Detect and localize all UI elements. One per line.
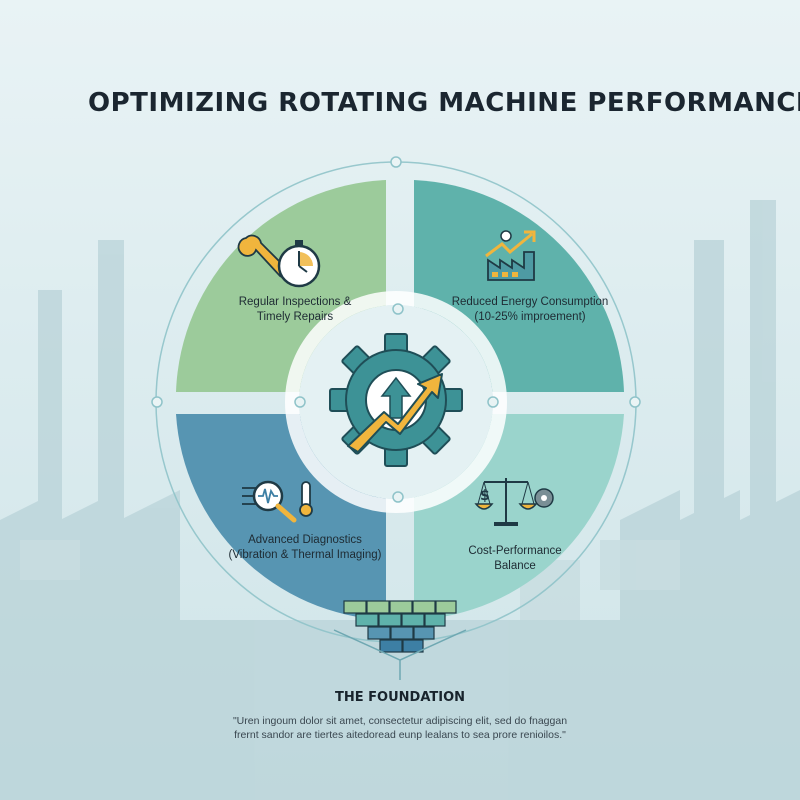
ring-node-top bbox=[390, 156, 402, 168]
label-bottom-left: Advanced Diagnostics (Vibration & Therma… bbox=[228, 534, 382, 561]
page-title: OPTIMIZING ROTATING MACHINE PERFORMANCE bbox=[88, 88, 800, 118]
label-top-right: Reduced Energy Consumption (10-25% impro… bbox=[451, 296, 609, 323]
balance-scale-gear-icon: $ bbox=[474, 478, 554, 526]
magnifier-thermometer-icon bbox=[242, 480, 313, 523]
svg-text:$: $ bbox=[480, 488, 490, 504]
foundation-line-1: "Uren ingoum dolor sit amet, consectetur… bbox=[232, 715, 568, 727]
inner-node-right bbox=[487, 396, 499, 408]
inner-node-left bbox=[294, 396, 306, 408]
gear-arrow-icon bbox=[329, 333, 463, 467]
label-bottom-right: Cost-Performance Balance bbox=[468, 545, 562, 572]
factory-energy-icon bbox=[485, 230, 536, 281]
inner-node-bottom bbox=[392, 491, 404, 503]
brick-pyramid-icon bbox=[333, 600, 467, 680]
inner-ring bbox=[285, 291, 507, 513]
foundation-title: THE FOUNDATION bbox=[335, 690, 465, 705]
foundation-line-2: frernt sandor are tiertes aitedoread eun… bbox=[234, 729, 566, 741]
ring-node-left bbox=[151, 396, 163, 408]
wrench-stopwatch-icon bbox=[237, 234, 321, 288]
foundation-description: "Uren ingoum dolor sit amet, consectetur… bbox=[150, 714, 650, 742]
ring-node-right bbox=[629, 396, 641, 408]
inner-node-top bbox=[392, 303, 404, 315]
label-top-left: Regular Inspections & Timely Repairs bbox=[238, 296, 352, 323]
